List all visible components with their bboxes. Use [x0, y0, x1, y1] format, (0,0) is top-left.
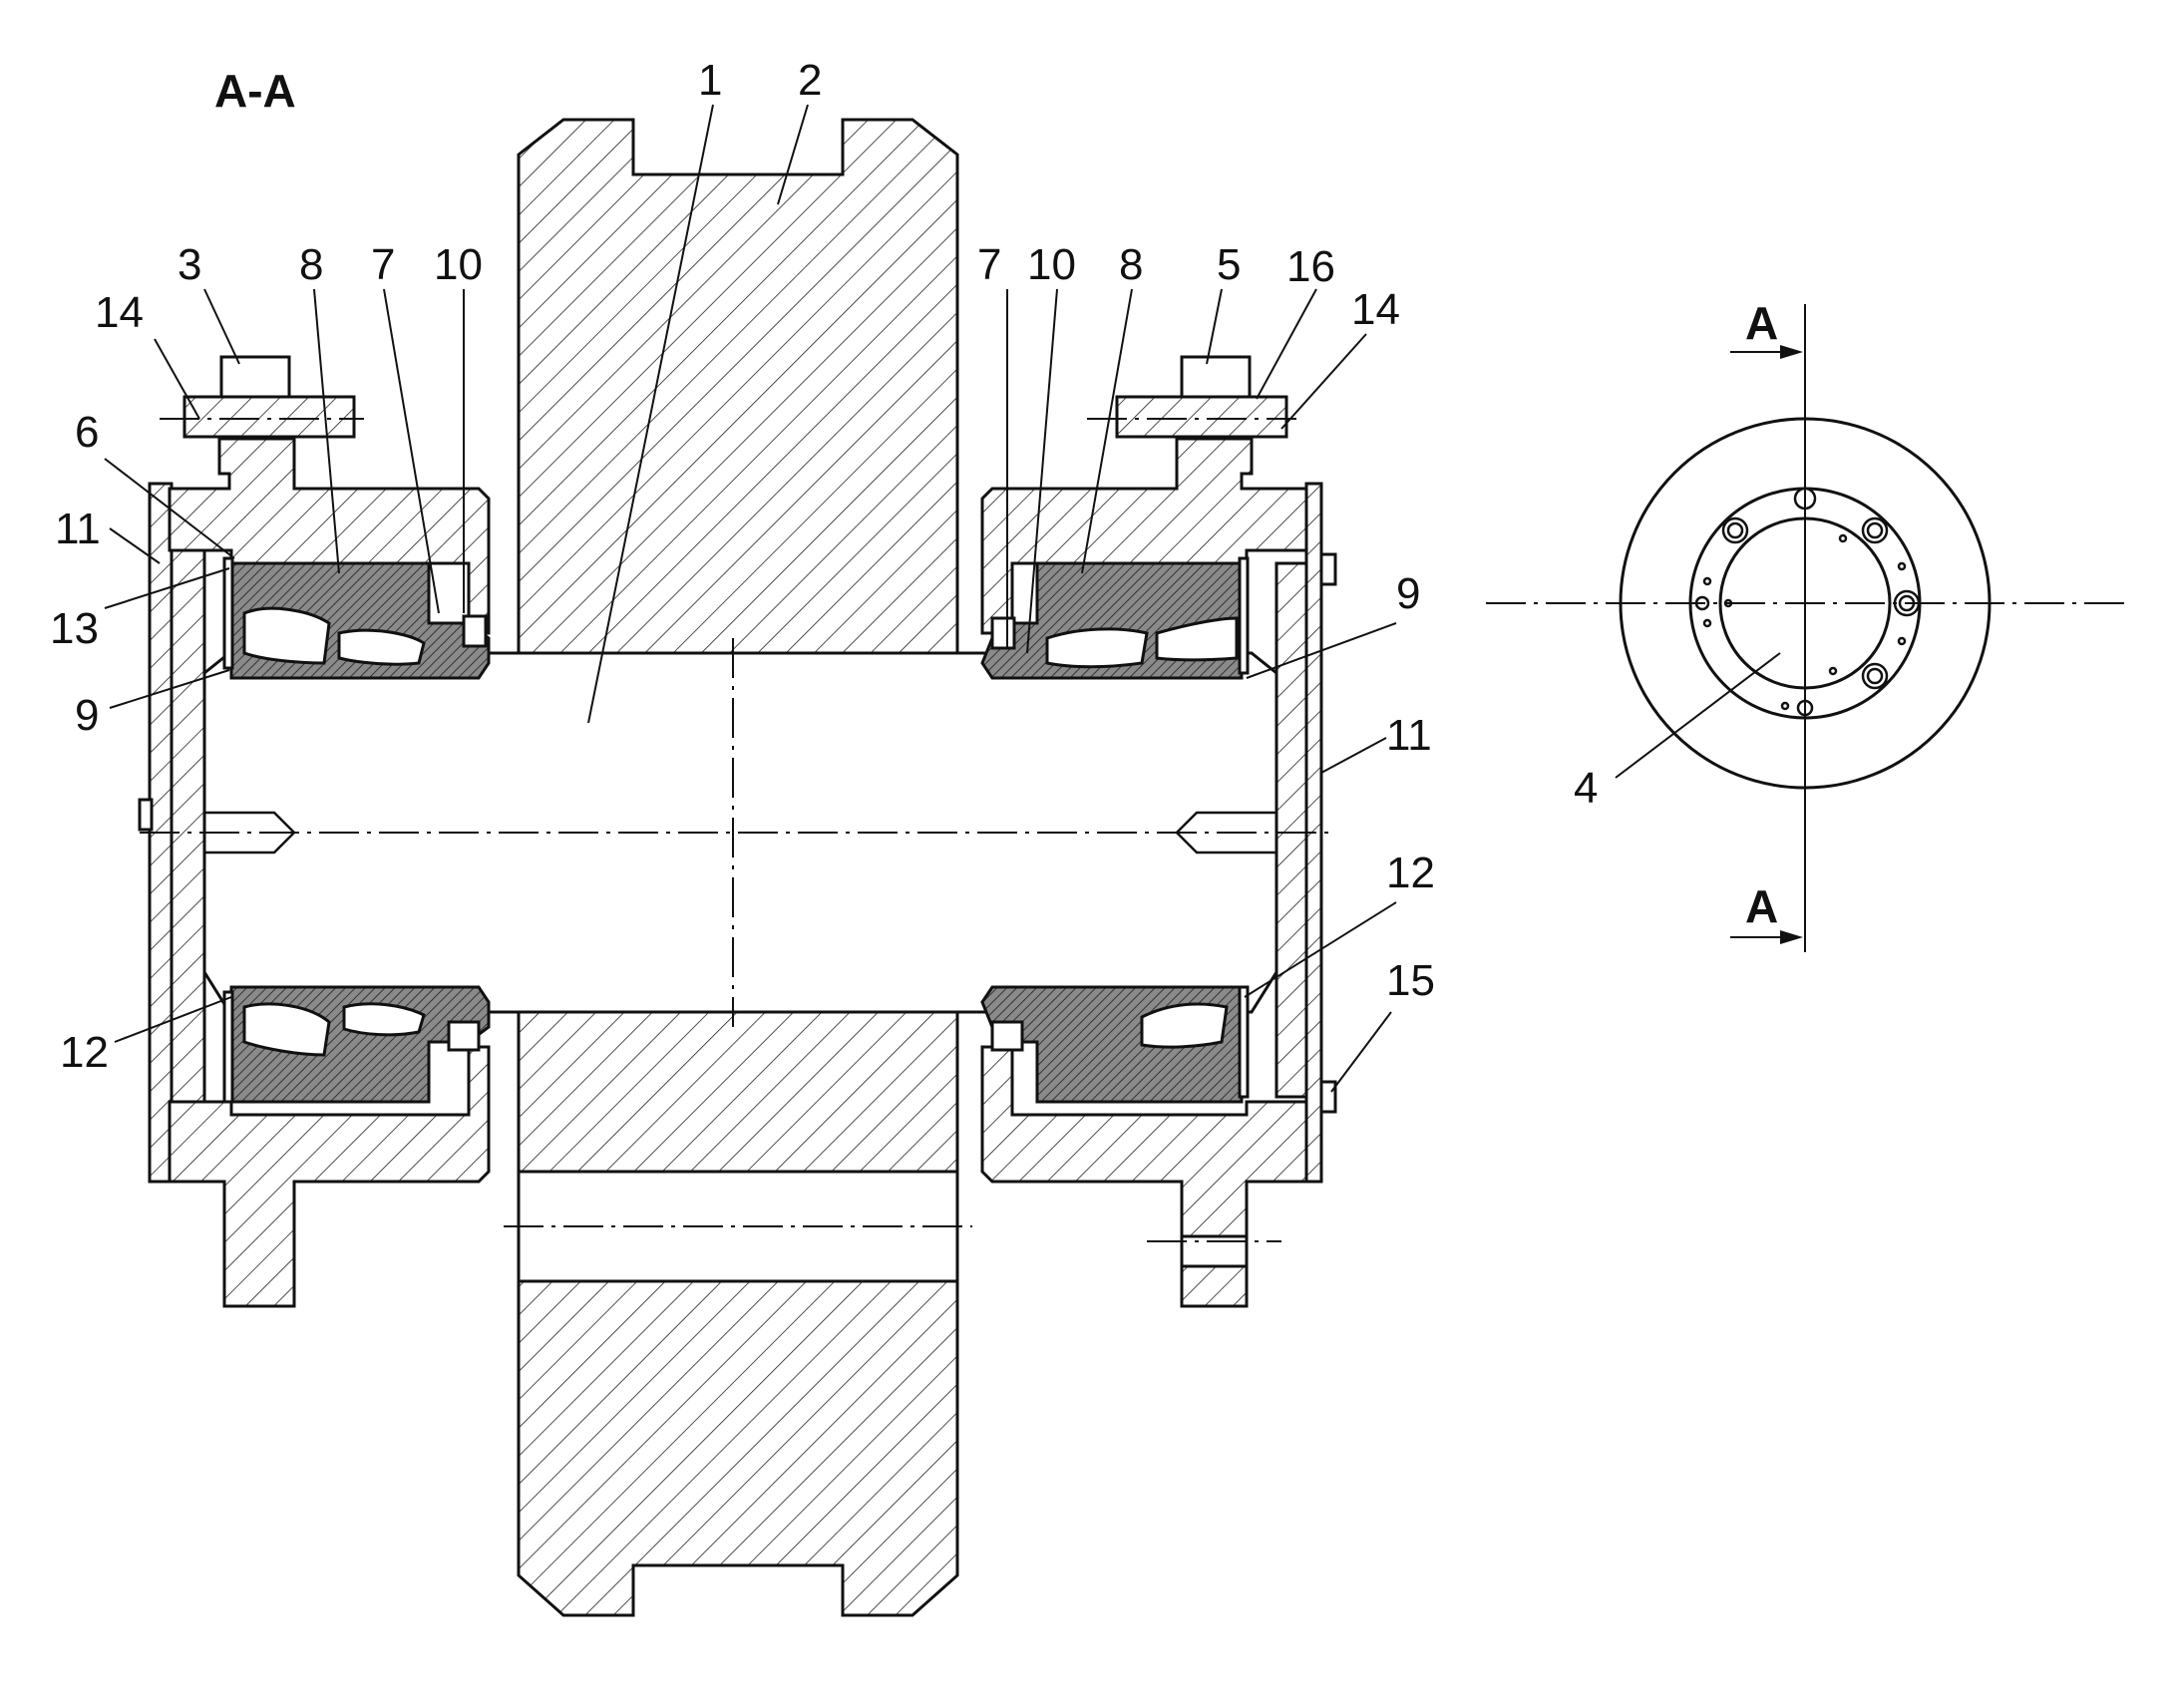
seal-left-lower: [447, 1020, 481, 1052]
label-14-right: 14: [1351, 285, 1400, 334]
nut-5: [1180, 355, 1252, 399]
leader-12-left: [114, 996, 232, 1043]
label-13: 13: [50, 604, 99, 653]
label-7-right: 7: [977, 240, 1001, 289]
label-14-left: 14: [95, 288, 144, 337]
leader-11-right: [1320, 737, 1387, 774]
leader-8-right: [1081, 288, 1133, 574]
leader-9-left: [109, 669, 230, 709]
cover-bolt-left: [138, 798, 154, 832]
label-1: 1: [698, 56, 722, 105]
label-4: 4: [1574, 764, 1598, 813]
housing-left-bottom: [168, 1045, 491, 1308]
leader-3: [203, 288, 240, 365]
ring-12-right: [1238, 985, 1250, 1099]
leader-14-left: [154, 338, 200, 420]
end-bolts: [1694, 487, 1921, 717]
label-8-left: 8: [299, 240, 323, 289]
leader-9-right: [1246, 622, 1397, 679]
leader-14-right: [1280, 333, 1367, 430]
ring-12-left: [222, 990, 234, 1104]
section-mark-top: A: [1745, 297, 1778, 349]
arrowhead-bottom: [1780, 930, 1803, 944]
leader-15: [1330, 1011, 1392, 1093]
leader-5: [1206, 288, 1223, 365]
ring-9-right: [1238, 556, 1250, 675]
label-12-right: 12: [1386, 849, 1435, 897]
label-10-left: 10: [434, 240, 483, 289]
label-6: 6: [75, 408, 99, 457]
leader-6: [104, 458, 235, 559]
seal-left-upper: [462, 614, 488, 648]
section-mark-bottom: A: [1745, 880, 1778, 932]
roller-left-upper-a: [242, 606, 331, 665]
leader-4: [1615, 652, 1781, 779]
label-10-right: 10: [1027, 240, 1076, 289]
arrowhead-top: [1780, 345, 1803, 359]
leader-7-left: [383, 288, 440, 614]
ring-13-left: [222, 556, 234, 670]
section-title: A-A: [214, 65, 296, 117]
leader-8-left: [313, 288, 340, 574]
leader-12-right: [1244, 901, 1397, 998]
nut-3: [219, 355, 291, 399]
cover-bolt-right: [1319, 552, 1337, 586]
roller-left-lower-b: [342, 1002, 426, 1037]
wheel-bottom: [517, 1279, 959, 1617]
label-2: 2: [798, 56, 822, 105]
seal-right-upper: [990, 616, 1016, 650]
label-11-right: 11: [1386, 711, 1432, 760]
roller-left-lower-a: [242, 1002, 331, 1057]
leader-13: [104, 567, 230, 609]
bolt-14-right: [1115, 395, 1288, 439]
label-12-left: 12: [60, 1028, 109, 1077]
bolt-14-left: [182, 395, 356, 439]
label-11-left: 11: [55, 505, 101, 553]
roller-right-upper-b: [1155, 616, 1239, 662]
leader-11-left: [109, 527, 161, 564]
label-3: 3: [178, 240, 201, 289]
seal-right-lower: [990, 1020, 1024, 1052]
label-9-left: 9: [75, 691, 99, 740]
label-15: 15: [1386, 956, 1435, 1005]
leader-16: [1256, 288, 1317, 400]
roller-right-lower-a: [1140, 1002, 1229, 1049]
roller-left-upper-b: [337, 628, 426, 666]
grease-nipple-15: [1319, 1080, 1337, 1114]
wheel-upper: [517, 118, 959, 655]
leader-10-right: [1026, 288, 1058, 654]
label-5: 5: [1217, 240, 1241, 289]
end-cover-right-inner: [1274, 561, 1308, 1099]
section-view: A-A 1 2 3 8 7 10 14 6 11 13 9 12 7 10 8 …: [50, 56, 1435, 1617]
label-8-right: 8: [1119, 240, 1143, 289]
label-16: 16: [1286, 242, 1335, 291]
roller-right-upper-a: [1045, 627, 1149, 669]
leader-2: [777, 104, 809, 205]
end-view: A A 4: [1486, 297, 2129, 952]
wheel-lower: [517, 1010, 959, 1174]
label-9-right: 9: [1396, 569, 1420, 618]
leader-1: [587, 104, 714, 724]
label-7-left: 7: [371, 240, 395, 289]
